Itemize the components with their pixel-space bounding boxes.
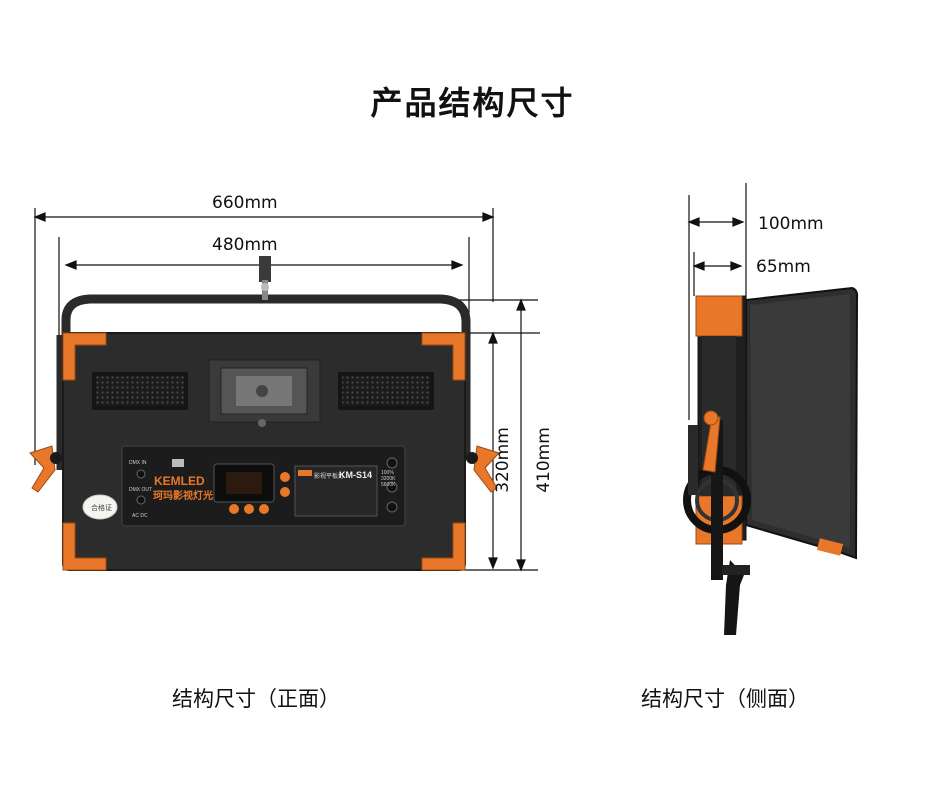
caption-side: 结构尺寸（侧面） bbox=[641, 687, 809, 711]
panel-brand: KEMLED bbox=[154, 474, 205, 488]
panel-cct-high: 5600K bbox=[381, 482, 396, 488]
dim-100: 100mm bbox=[758, 214, 824, 234]
dim-65: 65mm bbox=[756, 257, 811, 277]
panel-ac-dc: AC DC bbox=[132, 513, 148, 519]
panel-cct-low: 3200K bbox=[381, 476, 396, 482]
panel-model: KM-S14 bbox=[339, 470, 373, 480]
caption-front: 结构尺寸（正面） bbox=[172, 687, 340, 711]
dim-660: 660mm bbox=[212, 193, 278, 213]
panel-dmx-in: DMX IN bbox=[129, 460, 147, 466]
panel-label-cn: 影视平板灯 bbox=[314, 474, 345, 480]
panel-dmx-out: DMX OUT bbox=[129, 487, 153, 493]
panel-brand-cn: 珂玛影视灯光 bbox=[153, 491, 213, 502]
badge-label: 合格证 bbox=[91, 505, 112, 512]
dim-480: 480mm bbox=[212, 235, 278, 255]
page-title: 产品结构尺寸 bbox=[370, 84, 575, 122]
panel-brightness: 100% bbox=[381, 470, 394, 476]
